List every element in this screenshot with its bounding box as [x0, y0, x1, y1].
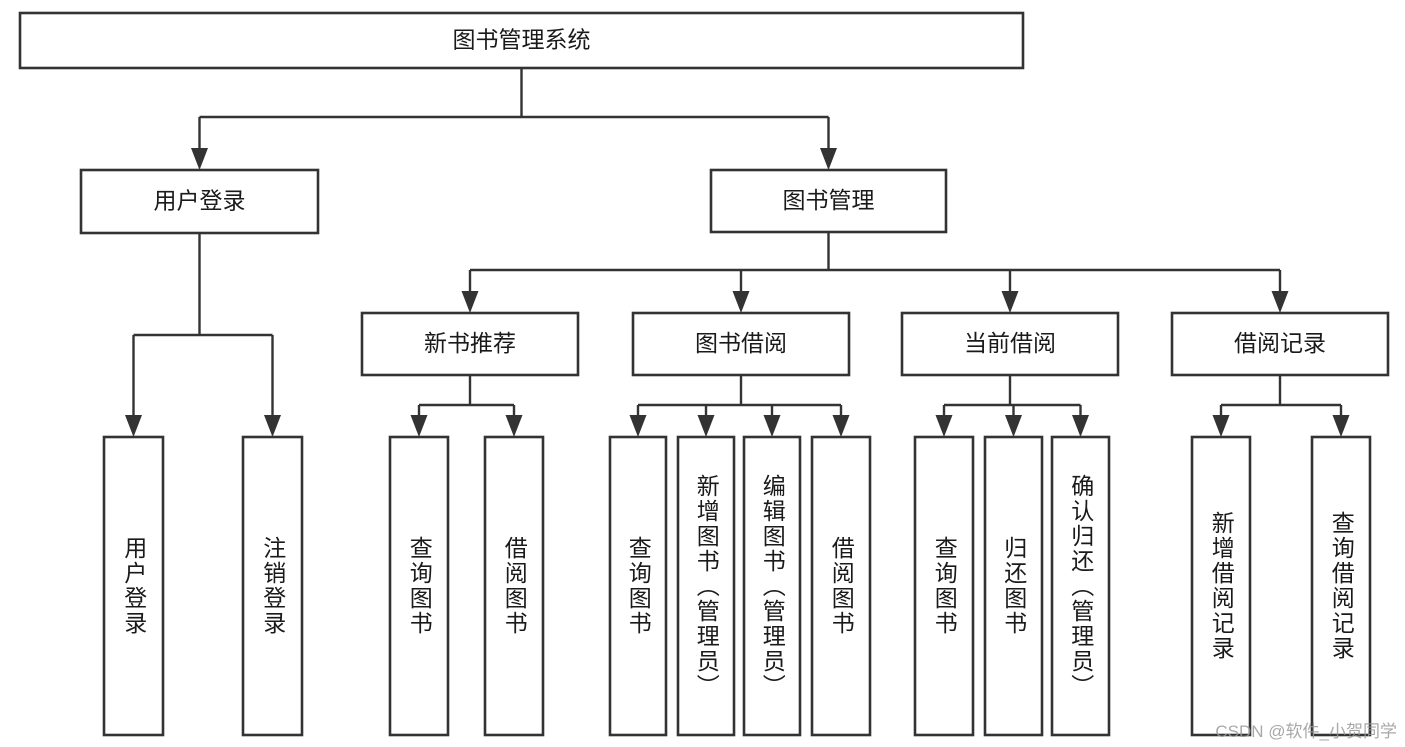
node-label-borrow-record: 借阅记录 [1234, 330, 1326, 356]
arrow-head-icon [191, 148, 208, 170]
arrow-head-icon [697, 415, 715, 437]
connector-layer [125, 68, 1350, 437]
arrow-head-icon [1005, 415, 1022, 437]
arrow-head-icon [1072, 415, 1089, 437]
arrow-head-icon [820, 148, 837, 170]
node-box-leaf-bb-add[interactable] [676, 435, 736, 737]
arrow-head-icon [410, 415, 428, 437]
node-box-leaf-logout[interactable] [241, 435, 304, 737]
node-label-new-book-rec: 新书推荐 [424, 330, 516, 356]
node-box-leaf-bb-edit[interactable] [742, 435, 802, 737]
arrow-head-icon [1332, 415, 1350, 437]
csdn-watermark: CSDN @软件_小贺同学 [1215, 722, 1397, 741]
node-box-leaf-rec-query[interactable] [388, 435, 450, 737]
node-label-book-manage: 图书管理 [783, 187, 875, 213]
arrow-head-icon [832, 415, 850, 437]
node-box-leaf-rec-borrow[interactable] [483, 435, 545, 737]
arrow-head-icon [1271, 291, 1289, 313]
node-box-borrow-record[interactable] [1170, 311, 1390, 377]
node-box-leaf-bb-query[interactable] [608, 435, 668, 737]
arrow-head-icon [763, 415, 781, 437]
node-box-root[interactable] [18, 11, 1025, 70]
node-box-leaf-bb-borrow[interactable] [810, 435, 872, 737]
node-box-user-login[interactable] [79, 168, 320, 235]
node-box-leaf-br-add[interactable] [1190, 435, 1252, 737]
node-box-book-manage[interactable] [709, 168, 948, 234]
node-box-book-borrow[interactable] [631, 311, 851, 377]
node-label-book-borrow: 图书借阅 [695, 330, 787, 356]
arrow-head-icon [732, 291, 750, 313]
arrow-head-icon [461, 291, 479, 313]
node-box-new-book-rec[interactable] [360, 311, 580, 377]
node-box-leaf-cb-return[interactable] [983, 435, 1044, 737]
node-box-leaf-user-login[interactable] [102, 435, 165, 737]
node-box-leaf-cb-query[interactable] [913, 435, 975, 737]
arrow-head-icon [1001, 291, 1019, 313]
arrow-head-icon [629, 415, 647, 437]
node-label-root: 图书管理系统 [453, 27, 591, 53]
node-box-leaf-br-query[interactable] [1310, 435, 1372, 737]
node-label-user-login: 用户登录 [154, 188, 246, 214]
arrow-head-icon [935, 415, 953, 437]
node-box-leaf-cb-confirm[interactable] [1050, 435, 1111, 737]
node-label-current-borrow: 当前借阅 [964, 330, 1056, 356]
node-box-current-borrow[interactable] [900, 311, 1120, 377]
arrow-head-icon [264, 415, 281, 437]
arrow-head-icon [125, 415, 142, 437]
arrow-head-icon [1212, 415, 1230, 437]
arrow-head-icon [505, 415, 523, 437]
